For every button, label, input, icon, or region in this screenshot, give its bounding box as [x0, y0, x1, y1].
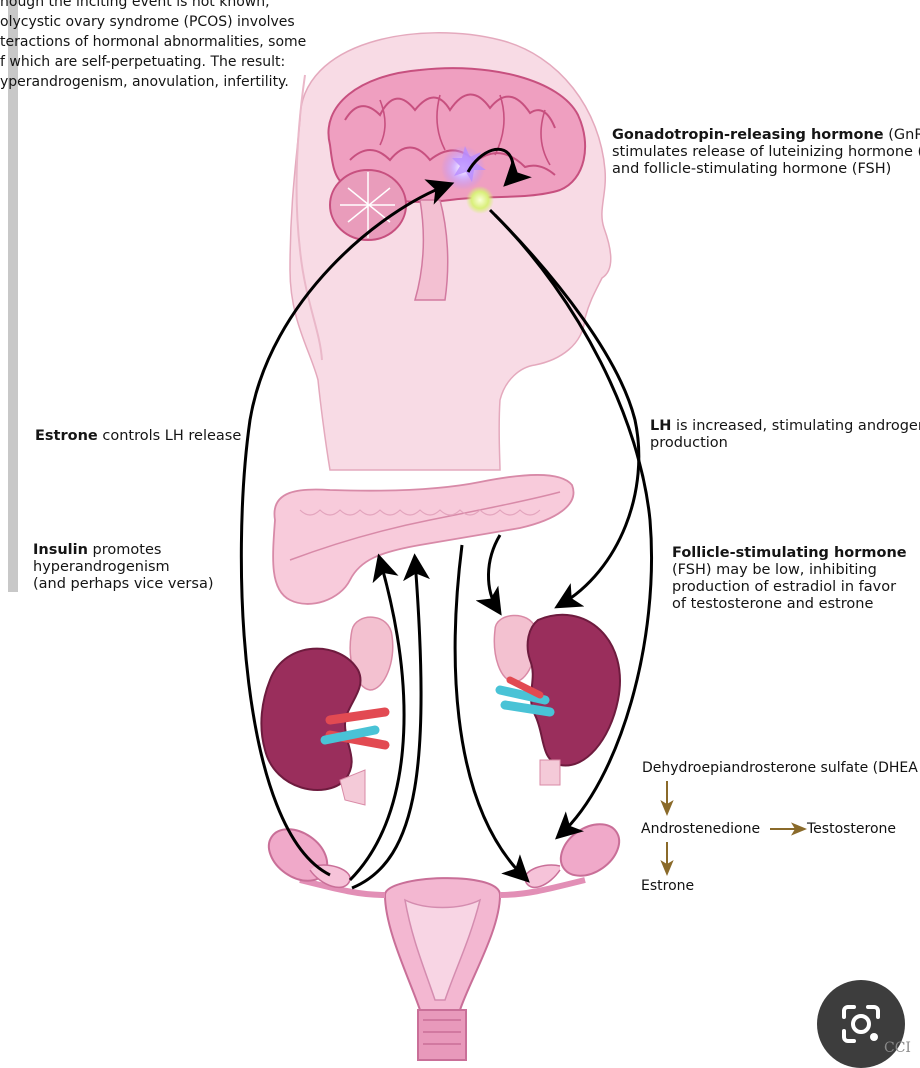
estrone-text: controls LH release: [98, 428, 242, 444]
insulin-line-3: (and perhaps vice versa): [33, 576, 214, 593]
fsh-line-3: production of estradiol in favor: [672, 579, 907, 596]
estrone-title: Estrone: [35, 428, 98, 444]
lh-title: LH: [650, 418, 671, 434]
insulin-label: Insulin promotes hyperandrogenism (and p…: [33, 542, 214, 593]
gnrh-abbrev: (GnR: [884, 127, 920, 143]
intro-line-5: yperandrogenism, anovulation, infertilit…: [0, 72, 330, 92]
gnrh-label: Gonadotropin-releasing hormone (GnR stim…: [612, 127, 920, 178]
dheas-label: Dehydroepiandrosterone sulfate (DHEA: [642, 760, 918, 776]
insulin-text: promotes: [88, 542, 161, 558]
intro-line-2: olycystic ovary syndrome (PCOS) involves: [0, 12, 330, 32]
google-lens-icon: [836, 999, 886, 1049]
fsh-line-2: (FSH) may be low, inhibiting: [672, 562, 907, 579]
gnrh-line-3: and follicle-stimulating hormone (FSH): [612, 161, 920, 178]
lh-label: LH is increased, stimulating androgen pr…: [650, 418, 920, 452]
intro-line-1: hough the inciting event is not known,: [0, 0, 330, 12]
watermark: CCI: [884, 1040, 911, 1056]
lh-line-2: production: [650, 435, 920, 452]
fsh-label: Follicle-stimulating hormone (FSH) may b…: [672, 545, 907, 613]
right-kidney: [494, 615, 620, 785]
intro-line-4: f which are self-perpetuating. The resul…: [0, 52, 330, 72]
pancreas: [273, 475, 573, 604]
gnrh-title: Gonadotropin-releasing hormone: [612, 127, 884, 143]
testosterone-label: Testosterone: [807, 821, 896, 837]
fsh-title: Follicle-stimulating hormone: [672, 545, 907, 561]
estrone-label: Estrone controls LH release: [35, 428, 241, 445]
uterus-and-ovaries: [259, 814, 629, 1060]
insulin-title: Insulin: [33, 542, 88, 558]
gnrh-line-2: stimulates release of luteinizing hormon…: [612, 144, 920, 161]
fsh-line-4: of testosterone and estrone: [672, 596, 907, 613]
estrone-pathway-label: Estrone: [641, 878, 694, 894]
insulin-line-2: hyperandrogenism: [33, 559, 214, 576]
lh-text: is increased, stimulating androgen: [671, 418, 920, 434]
left-kidney: [261, 617, 392, 805]
intro-line-3: teractions of hormonal abnormalities, so…: [0, 32, 330, 52]
androstenedione-label: Androstenedione: [641, 821, 760, 837]
intro-paragraph: hough the inciting event is not known, o…: [0, 0, 330, 92]
